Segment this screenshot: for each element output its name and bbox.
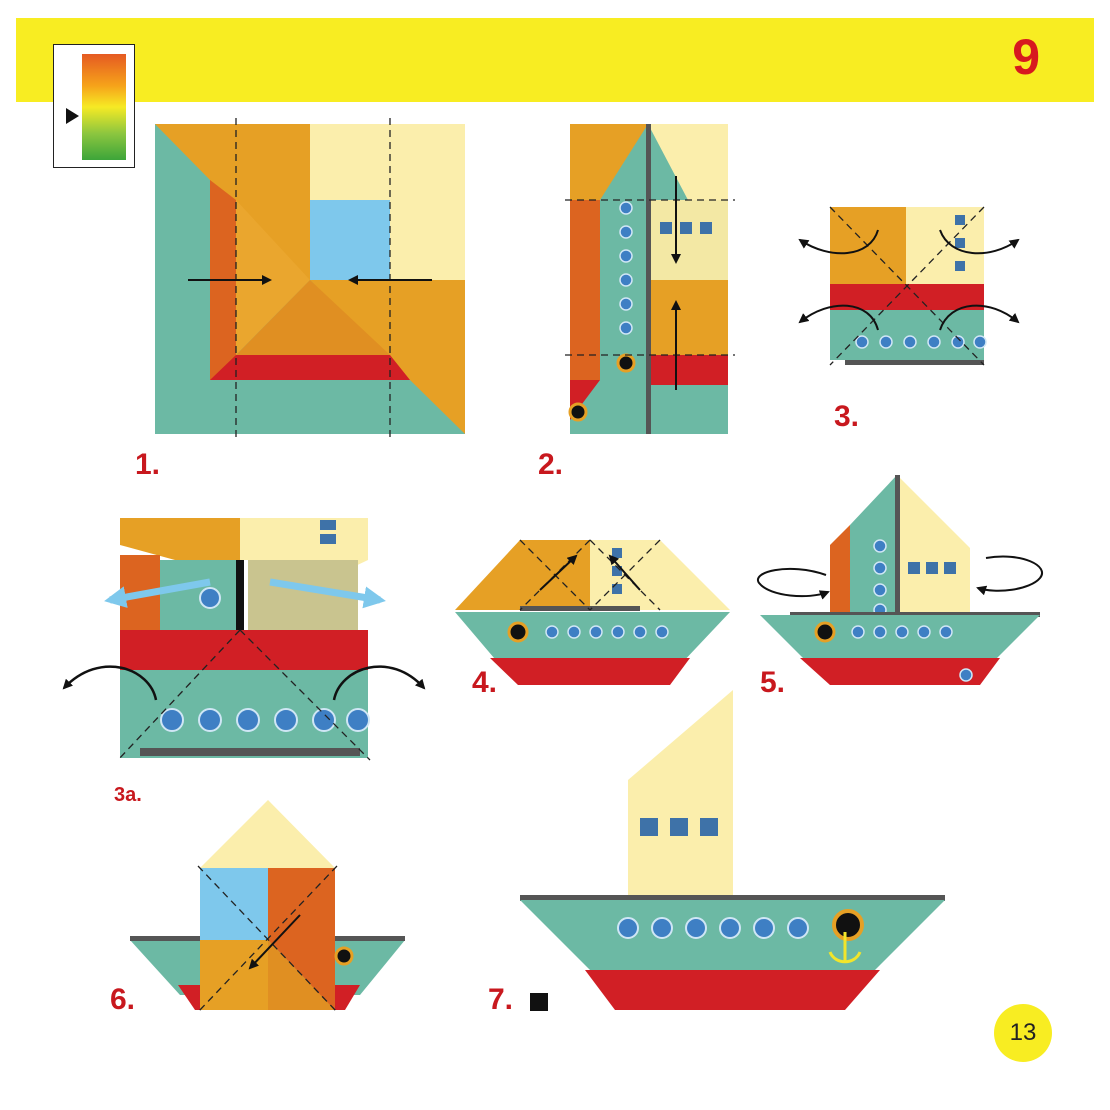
step-3-figure (798, 206, 1020, 366)
step-3-label: 3. (834, 400, 860, 433)
page-folio: 13 (994, 1004, 1052, 1062)
step-7-figure (520, 690, 945, 1010)
step-2-figure (565, 124, 735, 434)
step-4-label: 4. (472, 666, 498, 699)
step-3a-label: 3a. (114, 784, 142, 806)
header-banner (16, 18, 1094, 102)
step-3a-figure (62, 518, 426, 761)
step-5-figure (756, 475, 1043, 685)
step-7-label: 7. (488, 983, 514, 1016)
step-5-label: 5. (760, 666, 786, 699)
step-4-figure (455, 539, 730, 685)
step-1-label: 1. (135, 448, 161, 481)
step-6-label: 6. (110, 983, 136, 1016)
end-marker-icon (530, 993, 548, 1011)
difficulty-gradient (82, 54, 126, 160)
model-number: 9 (1012, 29, 1040, 85)
difficulty-indicator (53, 44, 135, 168)
step-6-figure (130, 800, 405, 1013)
step-1-figure (155, 118, 465, 440)
step-2-label: 2. (538, 448, 564, 481)
difficulty-pointer-icon (66, 108, 79, 124)
